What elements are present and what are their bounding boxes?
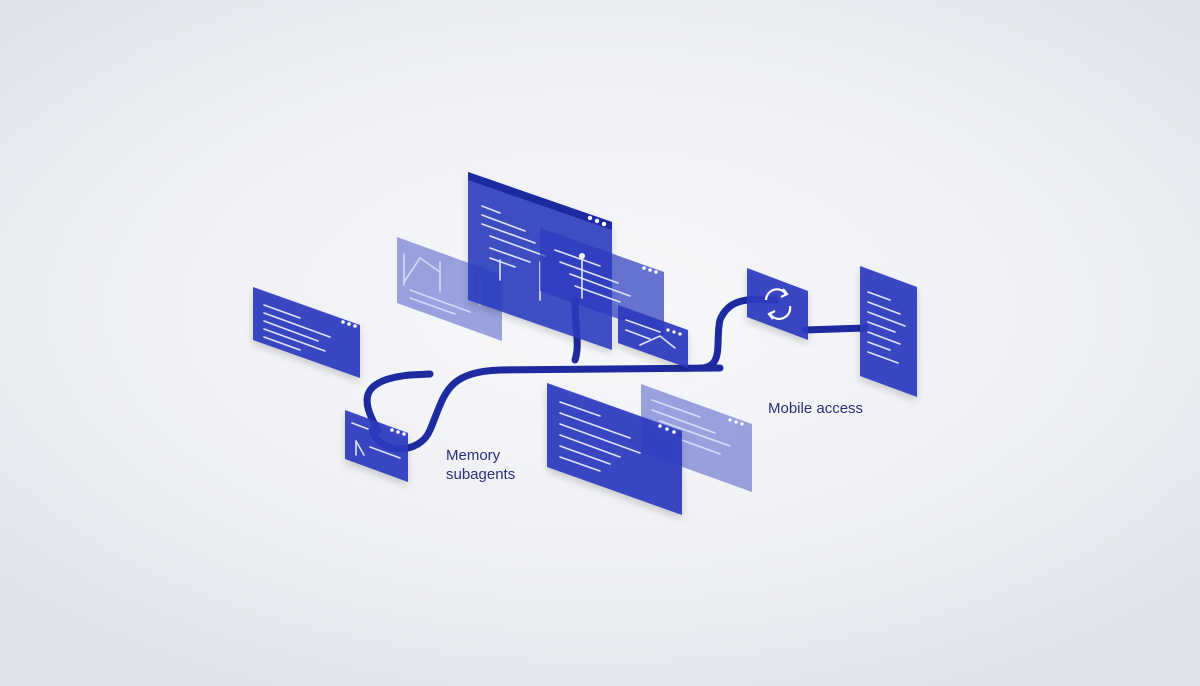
window-bottom-center xyxy=(547,383,682,515)
window-sync xyxy=(747,268,808,340)
mobile-access-label: Mobile access xyxy=(768,400,864,417)
window-bottom-right xyxy=(641,384,752,492)
dots-icon xyxy=(587,215,607,227)
phone-icon xyxy=(860,266,917,397)
window-memory xyxy=(345,410,408,482)
window-mid-right xyxy=(540,228,664,335)
window-left xyxy=(253,287,360,378)
window-small-center xyxy=(618,305,688,368)
dots-icon xyxy=(642,266,658,274)
memory-label-line2: subagents xyxy=(446,466,516,483)
dots-icon xyxy=(666,328,682,336)
memory-label-line1: Memory xyxy=(446,447,501,464)
dots-icon xyxy=(658,424,676,434)
sync-to-phone xyxy=(801,324,869,334)
dots-icon xyxy=(390,428,406,436)
memory-subagents-label: Memory subagents xyxy=(446,446,515,484)
sync-icon xyxy=(764,288,792,321)
main-connector xyxy=(363,370,434,434)
dots-icon xyxy=(728,418,744,426)
dots-icon xyxy=(341,320,357,328)
